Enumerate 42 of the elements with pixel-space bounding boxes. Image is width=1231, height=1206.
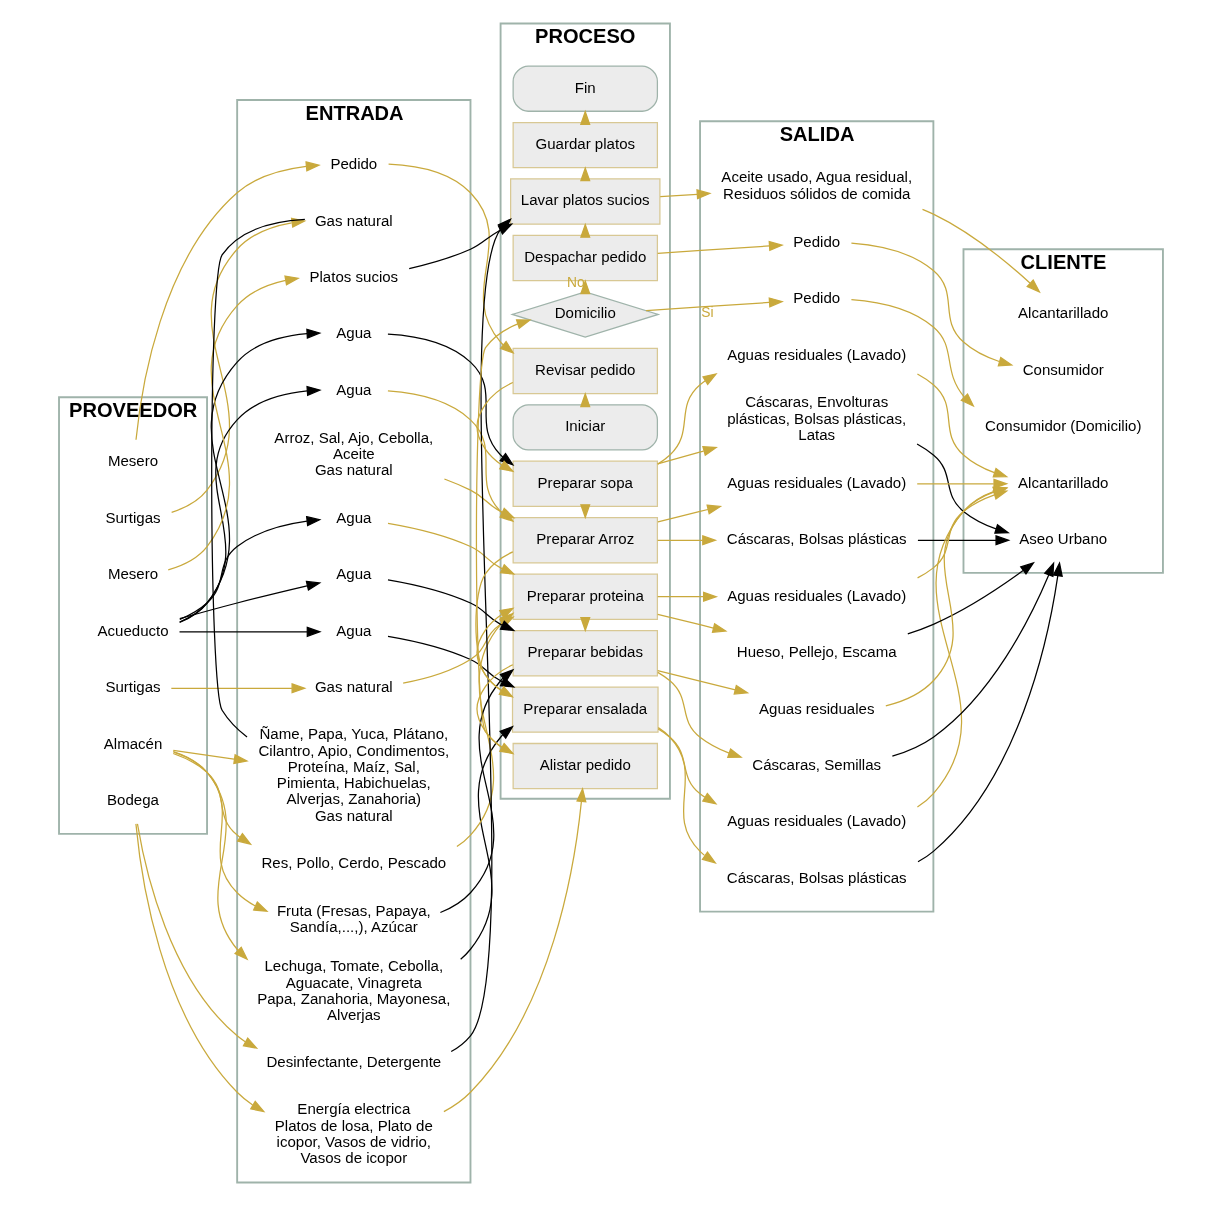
node-text: Aceite usado, Agua residual, Residuos sólidos de comida xyxy=(720,168,912,202)
node-text: Aguas residuales (Lavado) xyxy=(726,345,906,363)
node-text: Almacén xyxy=(103,734,162,752)
node-text: Mesero xyxy=(107,565,158,583)
node-text: Desinfectante, Detergente xyxy=(265,1053,441,1071)
node-text: Pedido xyxy=(792,232,840,250)
node-text: Acueducto xyxy=(96,621,169,639)
node-text: Pedido xyxy=(792,289,840,307)
node-text: Lechuga, Tomate, Cebolla, Aguacate, Vinagreta Papa, Zanahoria, Mayonesa, Alverjas xyxy=(256,957,450,1024)
node-text: Agua xyxy=(335,508,371,526)
node-text: Platos sucios xyxy=(308,267,398,285)
node-text: Aguas residuales (Lavado) xyxy=(726,473,906,491)
node-text: Consumidor xyxy=(1022,360,1104,378)
node-text: Gas natural xyxy=(314,211,393,229)
node-text: Aseo Urbano xyxy=(1018,530,1107,548)
node-text: Agua xyxy=(335,565,371,583)
node-text: Aguas residuales (Lavado) xyxy=(726,586,906,604)
node-text: Alcantarillado xyxy=(1017,304,1108,322)
node-text: Agua xyxy=(335,621,371,639)
node-text: Res, Pollo, Cerdo, Pescado xyxy=(260,853,446,871)
node-text: Consumidor (Domicilio) xyxy=(984,417,1141,435)
node-text: Hueso, Pellejo, Escama xyxy=(736,643,897,661)
node-text: Cáscaras, Bolsas plásticas xyxy=(726,530,907,548)
node-text: Cáscaras, Bolsas plásticas xyxy=(726,868,907,886)
node-text: Bodega xyxy=(106,791,159,809)
edge-label: Si xyxy=(700,305,714,321)
node-text: Fruta (Fresas, Papaya, Sandía,...,), Azúcar xyxy=(276,902,431,936)
node-text: Surtigas xyxy=(104,678,161,696)
node-text: Mesero xyxy=(107,452,158,470)
node-text: Gas natural xyxy=(314,678,393,696)
node-text: Agua xyxy=(335,324,371,342)
node-text: Cáscaras, Semillas xyxy=(751,755,881,773)
node-text: Arroz, Sal, Ajo, Cebolla, Aceite Gas natural xyxy=(273,428,433,479)
node-text: Aguas residuales (Lavado) xyxy=(726,812,906,830)
node-text: Aguas residuales xyxy=(758,699,874,717)
node-text: Agua xyxy=(335,380,371,398)
node-text: Energía electrica Platos de losa, Plato de icopor, Vasos de vidrio, Vasos de icopor xyxy=(274,1100,433,1167)
node-text: Alcantarillado xyxy=(1017,473,1108,491)
node-text: Pedido xyxy=(329,155,377,173)
node-text: Ñame, Papa, Yuca, Plátano, Cilantro, Apio, Condimentos, Proteína, Maíz, Sal, Pimienta, Habichuelas, Alverjas, Zanahoria) Gas natural xyxy=(257,725,449,824)
node-text: Surtigas xyxy=(104,508,161,526)
node-text: Cáscaras, Envolturas plásticas, Bolsas plásticas, Latas xyxy=(726,393,906,444)
